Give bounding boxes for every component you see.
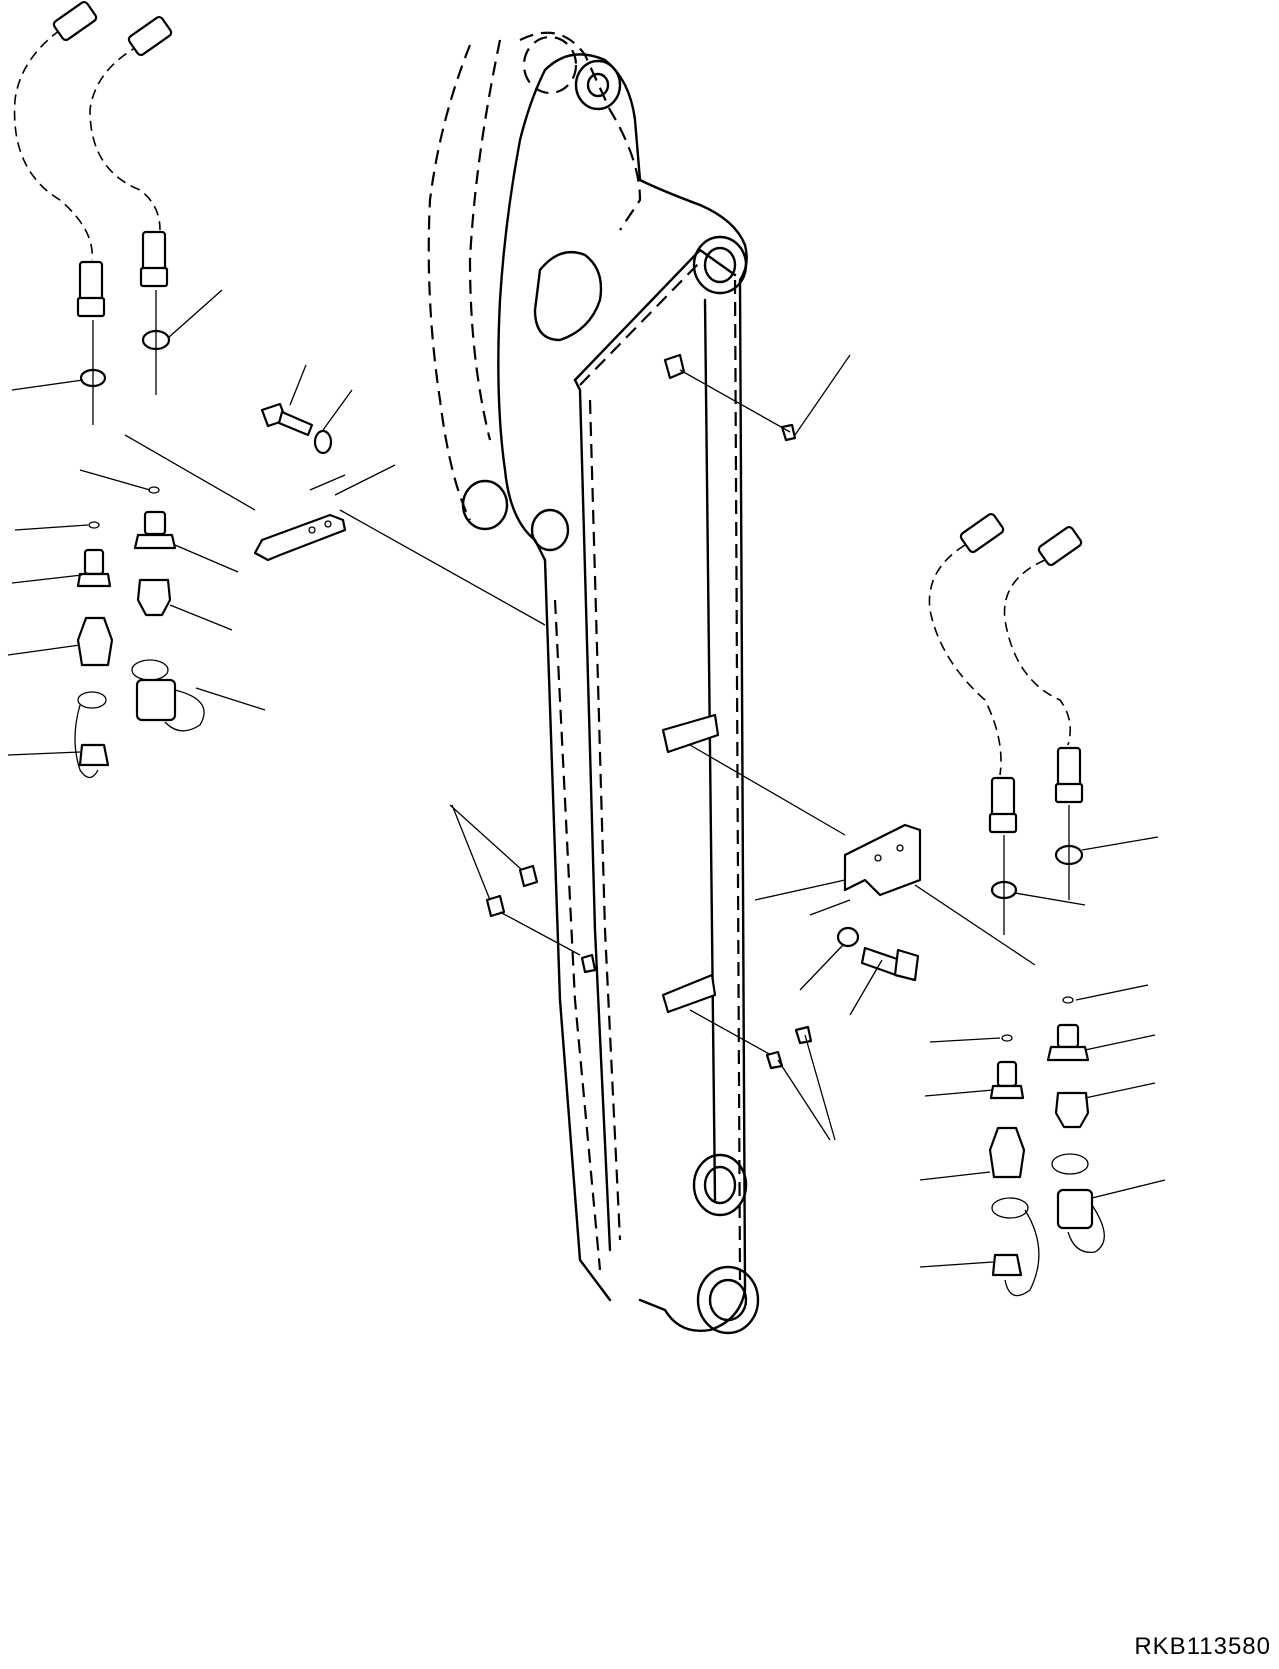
right-hose-bracket [661,713,1036,1061]
arm-fastener-bolts [485,353,813,1070]
left-hose-assembly [13,0,205,779]
left-hose-bracket [124,402,546,626]
right-hose-assembly [928,512,1105,1297]
callout-leader-lines [7,289,1166,1268]
drawing-reference-code: RKB113580 [1134,1633,1271,1660]
excavator-arm [427,31,760,1335]
